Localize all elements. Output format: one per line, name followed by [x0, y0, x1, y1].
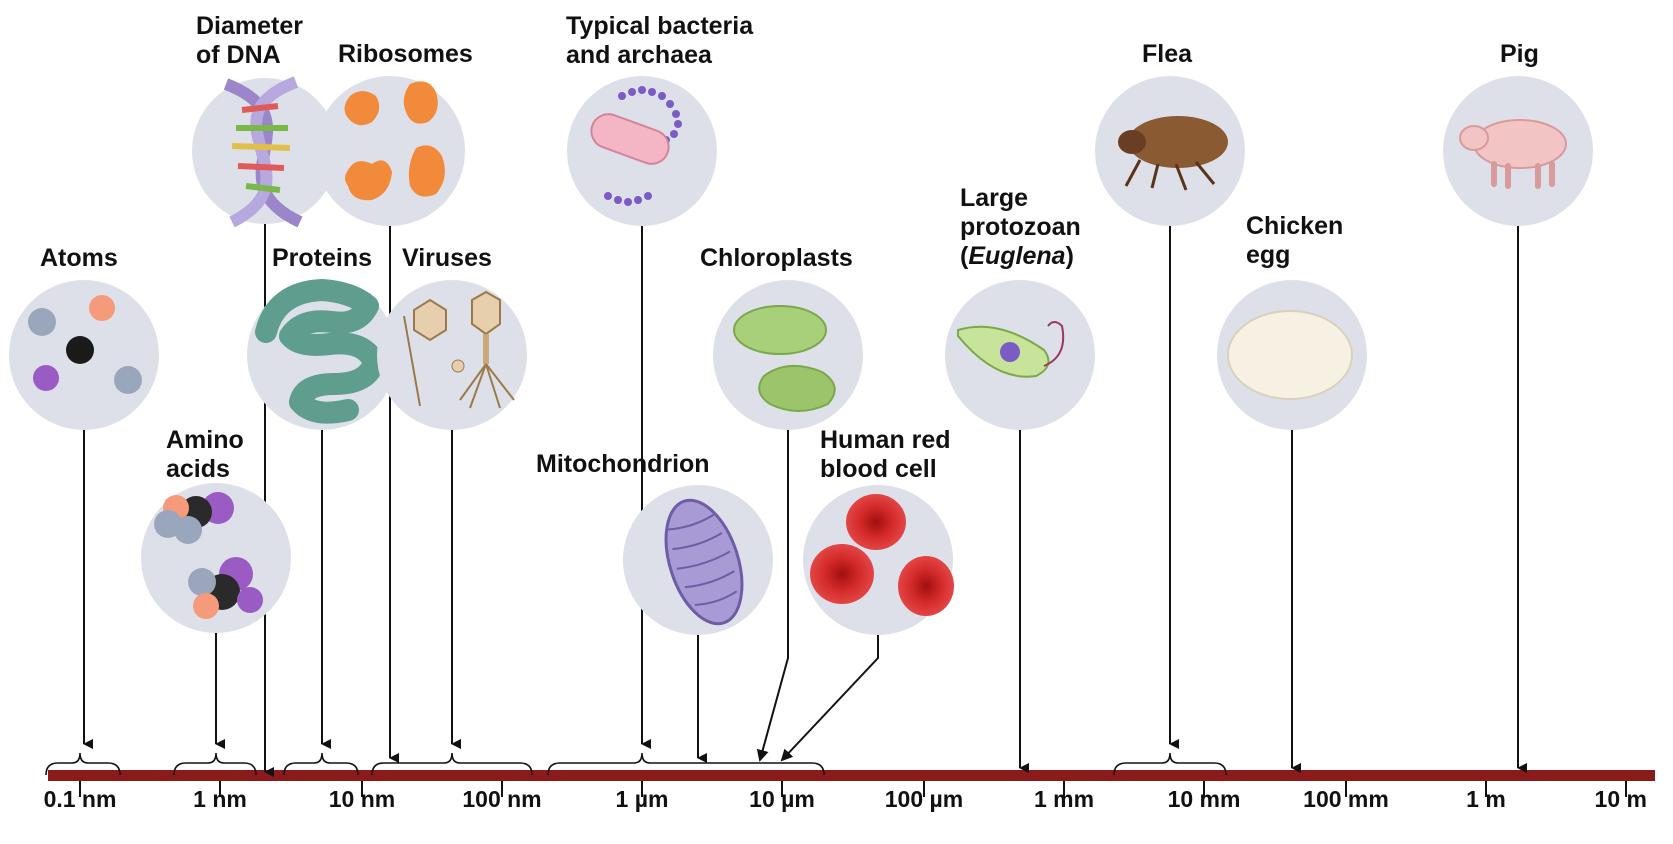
tick-label: 100 µm	[885, 786, 963, 813]
label-protozoan-line1: Large	[960, 184, 1081, 213]
tick-label: 100 nm	[462, 786, 541, 813]
label-protozoan-genus: Euglena	[968, 242, 1065, 270]
ribosomes-icon	[315, 76, 465, 226]
label-rbc-line2: blood cell	[820, 455, 951, 484]
tick-label: 10 m	[1595, 786, 1647, 813]
label-dna-line2: of DNA	[196, 41, 303, 70]
label-egg: Chicken egg	[1246, 212, 1343, 270]
label-egg-line1: Chicken	[1246, 212, 1343, 241]
label-ribosomes: Ribosomes	[338, 40, 473, 69]
tick-label: 10 nm	[329, 786, 395, 813]
label-chloroplasts: Chloroplasts	[700, 244, 853, 273]
label-dna-line1: Diameter	[196, 12, 303, 41]
tick-label: 1 µm	[616, 786, 669, 813]
bacterium-icon	[567, 76, 717, 226]
label-egg-line2: egg	[1246, 241, 1343, 270]
label-bacteria-line1: Typical bacteria	[566, 12, 753, 41]
tick-label: 1 mm	[1034, 786, 1094, 813]
protein-icon	[247, 280, 397, 430]
label-protozoan: Large protozoan (Euglena)	[960, 184, 1081, 271]
label-bacteria: Typical bacteria and archaea	[566, 12, 753, 70]
euglena-icon	[945, 280, 1095, 430]
scale-ticks	[80, 781, 1626, 797]
mitochondrion-icon	[623, 485, 773, 635]
pig-icon	[1443, 76, 1593, 226]
label-viruses: Viruses	[402, 244, 492, 273]
label-protozoan-line3: (Euglena)	[960, 242, 1081, 271]
amino-acids-icon	[141, 483, 291, 633]
tick-label: 100 mm	[1303, 786, 1389, 813]
tick-label: 10 µm	[749, 786, 815, 813]
label-atoms: Atoms	[40, 244, 118, 273]
label-rbc: Human red blood cell	[820, 426, 951, 484]
label-amino-acids-line2: acids	[166, 455, 244, 484]
virus-icon	[377, 280, 527, 430]
label-mitochondrion: Mitochondrion	[536, 450, 710, 479]
label-amino-acids: Amino acids	[166, 426, 244, 484]
label-amino-acids-line1: Amino	[166, 426, 244, 455]
label-dna: Diameter of DNA	[196, 12, 303, 70]
label-proteins: Proteins	[272, 244, 372, 273]
tick-label: 0.1 nm	[44, 786, 117, 813]
label-flea: Flea	[1142, 40, 1192, 69]
red-blood-cell-icon	[803, 485, 954, 635]
chloroplast-icon	[713, 280, 863, 430]
tick-label: 1 m	[1466, 786, 1506, 813]
leader-rbc	[782, 634, 878, 760]
label-protozoan-line2: protozoan	[960, 213, 1081, 242]
atoms-icon	[9, 280, 159, 430]
label-rbc-line1: Human red	[820, 426, 951, 455]
egg-icon	[1217, 280, 1367, 430]
label-pig: Pig	[1500, 40, 1539, 69]
scale-bar	[48, 770, 1655, 781]
paren-close: )	[1066, 242, 1074, 270]
tick-label: 1 nm	[193, 786, 247, 813]
flea-icon	[1095, 76, 1245, 226]
tick-label: 10 mm	[1168, 786, 1241, 813]
label-bacteria-line2: and archaea	[566, 41, 753, 70]
